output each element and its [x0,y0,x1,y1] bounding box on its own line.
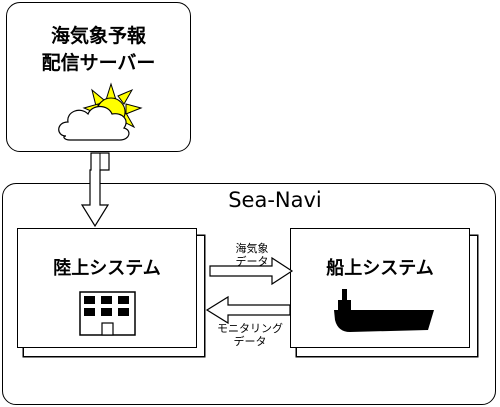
monitoring-data-label-line2: データ [233,335,267,348]
ship-system-panel: 船上システム [290,228,470,348]
weather-server-box: 海気象予報 配信サーバー [6,2,191,152]
ship-system-label: 船上システム [326,258,434,279]
weather-data-label-line2: データ [235,255,269,268]
monitoring-data-label: モニタリング データ [208,322,292,348]
server-title-line2: 配信サーバー [41,52,156,74]
weather-data-label: 海気象 データ [222,242,282,268]
server-title-line1: 海気象予報 [50,25,146,47]
monitoring-data-label-line1: モニタリング [217,322,283,335]
land-system-panel: 陸上システム [17,228,197,348]
land-system-label: 陸上システム [53,258,161,279]
system-title: Sea-Navi [228,188,322,212]
server-title: 海気象予報 配信サーバー [7,23,190,77]
weather-data-label-line1: 海気象 [235,242,269,255]
